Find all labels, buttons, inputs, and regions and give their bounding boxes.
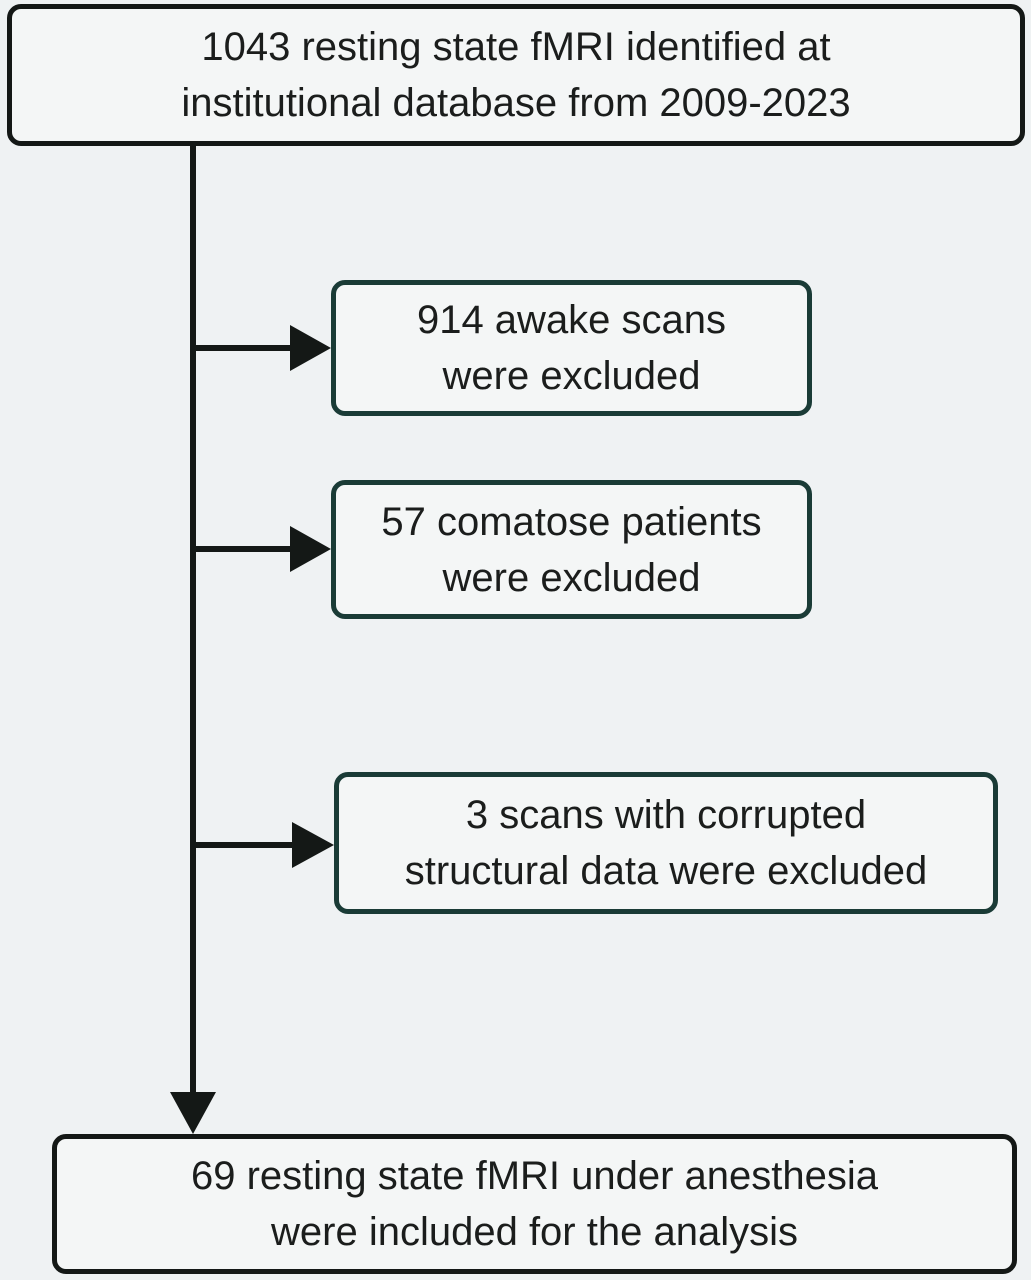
exclusion-1-arrowhead — [290, 325, 331, 371]
included-scans-box: 69 resting state fMRI under anesthesia w… — [52, 1134, 1017, 1274]
corrupted-data-line-2: structural data were excluded — [404, 849, 928, 893]
included-scans-line-2: were included for the analysis — [271, 1210, 798, 1254]
identified-scans-line-1: 1043 resting state fMRI identified at — [201, 25, 831, 69]
identified-scans-box: 1043 resting state fMRI identified at in… — [7, 4, 1025, 146]
awake-scans-line-2: were excluded — [442, 354, 701, 398]
included-scans-line-1: 69 resting state fMRI under anesthesia — [190, 1154, 879, 1198]
comatose-patients-line-2: were excluded — [442, 555, 701, 600]
corrupted-data-excluded-box: 3 scans with corrupted structural data w… — [334, 772, 998, 914]
comatose-patients-line-1: 57 comatose patients — [381, 499, 762, 544]
comatose-patients-excluded-box: 57 comatose patients were excluded — [331, 480, 812, 619]
corrupted-data-line-1: 3 scans with corrupted — [465, 793, 867, 837]
identified-scans-line-2: institutional database from 2009-2023 — [181, 81, 851, 125]
awake-scans-excluded-box: 914 awake scans were excluded — [331, 280, 812, 416]
awake-scans-line-1: 914 awake scans — [416, 298, 727, 342]
exclusion-2-arrowhead — [290, 526, 331, 572]
exclusion-3-arrowhead — [292, 822, 334, 868]
main-flow-arrowhead — [170, 1092, 216, 1134]
